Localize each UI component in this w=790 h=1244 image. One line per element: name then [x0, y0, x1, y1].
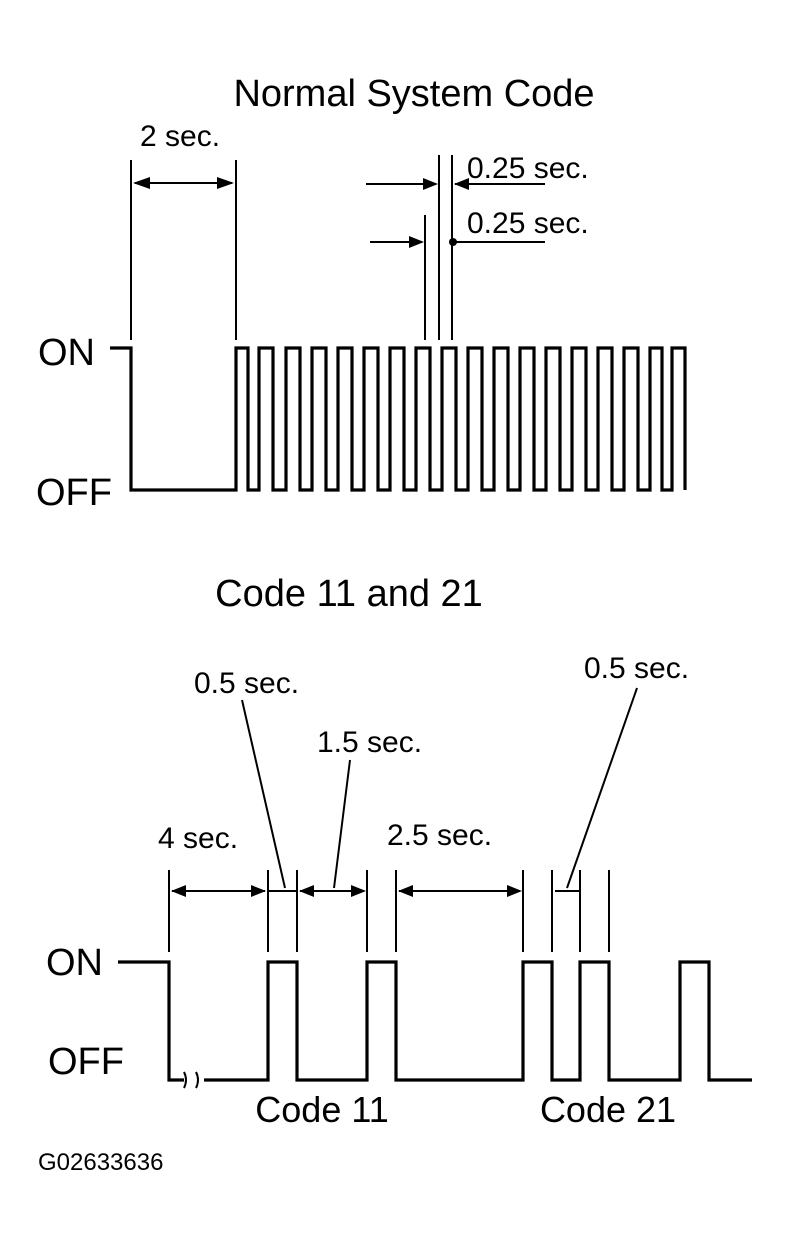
normal-off-label: OFF	[36, 472, 112, 514]
codes-extension-lines	[168, 870, 610, 952]
normal-code-title: Normal System Code	[233, 73, 594, 115]
codes-on-label: ON	[46, 942, 103, 984]
normal-waveform	[110, 346, 687, 492]
codes-4sec-label: 4 sec.	[158, 822, 238, 855]
codes-4sec-dimension	[171, 885, 266, 897]
codes-waveform	[118, 960, 752, 1082]
normal-025sec-label-b: 0.25 sec.	[467, 207, 589, 240]
codes-05sec-dimension-2	[555, 687, 638, 892]
code-11-label: Code 11	[255, 1089, 388, 1130]
normal-on-label: ON	[38, 332, 95, 374]
normal-2sec-label: 2 sec.	[140, 120, 220, 153]
codes-off-label: OFF	[48, 1041, 124, 1083]
codes-15sec-label: 1.5 sec.	[317, 726, 422, 759]
normal-2sec-dimension	[130, 160, 237, 340]
normal-025sec-dimension	[366, 155, 545, 340]
codes-05sec-label-2: 0.5 sec.	[584, 652, 689, 685]
normal-025sec-label-a: 0.25 sec.	[467, 152, 589, 185]
figure-reference: G02633636	[38, 1149, 163, 1176]
time-break-symbol	[183, 1071, 199, 1089]
codes-05sec-label: 0.5 sec.	[194, 667, 299, 700]
code-21-label: Code 21	[540, 1089, 676, 1130]
codes-05sec-dimension	[241, 699, 297, 892]
codes-25sec-dimension	[398, 885, 522, 897]
codes-25sec-label: 2.5 sec.	[387, 819, 492, 852]
codes-15sec-dimension	[299, 759, 366, 897]
codes-title: Code 11 and 21	[215, 573, 483, 615]
